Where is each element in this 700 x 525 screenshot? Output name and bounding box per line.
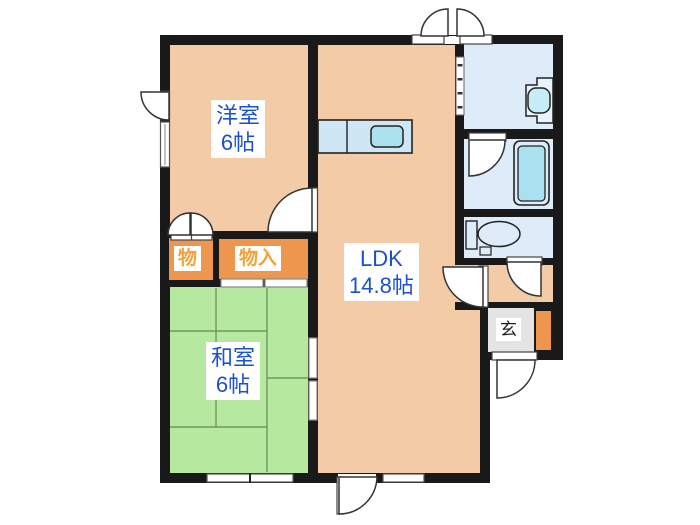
- toilet-bowl-icon: [477, 220, 521, 248]
- wash-basin-icon: [527, 87, 551, 114]
- bathroom-door-swing: [468, 139, 506, 177]
- western-room-name: 洋室: [216, 103, 261, 128]
- folding-door-tick-3: [457, 92, 463, 95]
- toilet-door-swing: [506, 261, 542, 297]
- western-room-size: 6帖: [220, 130, 256, 155]
- closet-sliding-panel-left: [220, 278, 264, 288]
- washroom-folding-door: [455, 56, 465, 116]
- top-door-right-swing: [456, 8, 485, 37]
- folding-door-tick-1: [457, 64, 463, 67]
- west-exterior-door-swing: [140, 91, 170, 121]
- toilet-control-box: [479, 246, 492, 256]
- fusuma-panel-upper: [308, 337, 318, 379]
- shoe-cabinet: [536, 311, 551, 350]
- japanese-room-label: 和室 6帖: [206, 342, 261, 400]
- ldk-south-door-swing: [338, 476, 378, 515]
- closet-label: 物入: [235, 246, 282, 271]
- closet-sliding-panel-right: [264, 278, 308, 288]
- japanese-room-size: 6帖: [215, 372, 251, 397]
- bathtub-icon: [517, 145, 546, 202]
- japanese-room-name: 和室: [211, 345, 256, 370]
- toilet-tank: [465, 220, 478, 250]
- storage-text: 物: [178, 248, 198, 269]
- fusuma-panel-lower: [308, 380, 318, 421]
- western-room-door-swing: [267, 187, 313, 233]
- storage-label: 物: [174, 246, 202, 271]
- hallway-door-swing: [442, 266, 484, 308]
- folding-door-tick-2: [457, 78, 463, 81]
- storage-door-left-swing: [167, 212, 191, 236]
- storage-door-right-swing: [190, 212, 214, 236]
- folding-door-tick-4: [457, 106, 463, 109]
- ldk-label: LDK 14.8帖: [344, 243, 419, 301]
- entrance-door-swing: [496, 359, 536, 399]
- ldk-south-window: [382, 473, 425, 483]
- entrance-label: 玄: [496, 318, 521, 341]
- entrance-door-leaf: [491, 351, 538, 361]
- ldk-name: LDK: [360, 246, 403, 271]
- kitchen-sink-icon: [370, 125, 404, 148]
- western-room-label: 洋室 6帖: [211, 100, 266, 158]
- entrance-text: 玄: [500, 320, 517, 339]
- top-double-door-opening: [412, 36, 492, 44]
- ldk-size: 14.8帖: [349, 273, 414, 298]
- top-door-left-swing: [420, 8, 449, 37]
- closet-text: 物入: [239, 248, 278, 269]
